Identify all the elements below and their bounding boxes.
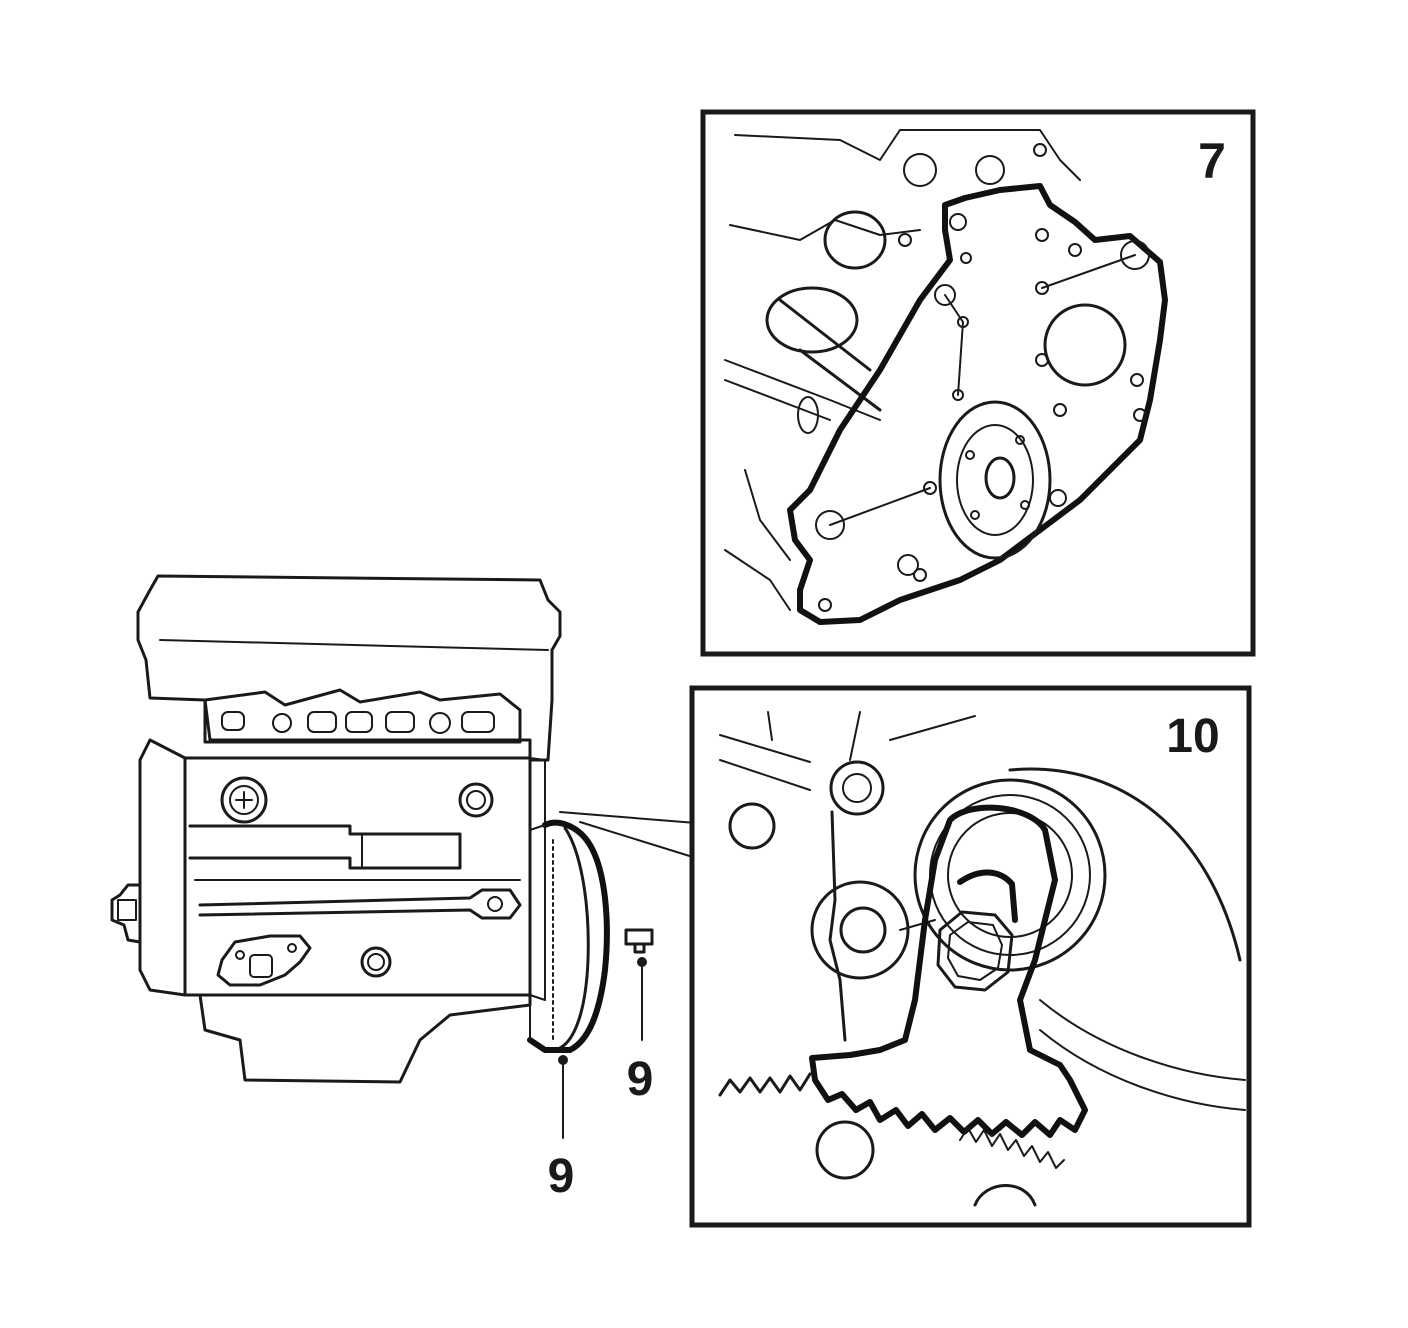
detail-10-panel (689, 685, 1252, 1228)
detail-7-panel (700, 109, 1256, 657)
callout-10: 10 (1166, 710, 1219, 763)
leader-lines (559, 811, 697, 859)
engine-block (110, 574, 610, 1084)
callout-7: 7 (1198, 133, 1226, 189)
pulley-leader (558, 1055, 568, 1139)
callout-9-bolt: 9 (627, 1053, 654, 1106)
callout-9-pulley: 9 (548, 1150, 575, 1203)
bolt-part (624, 928, 654, 1041)
